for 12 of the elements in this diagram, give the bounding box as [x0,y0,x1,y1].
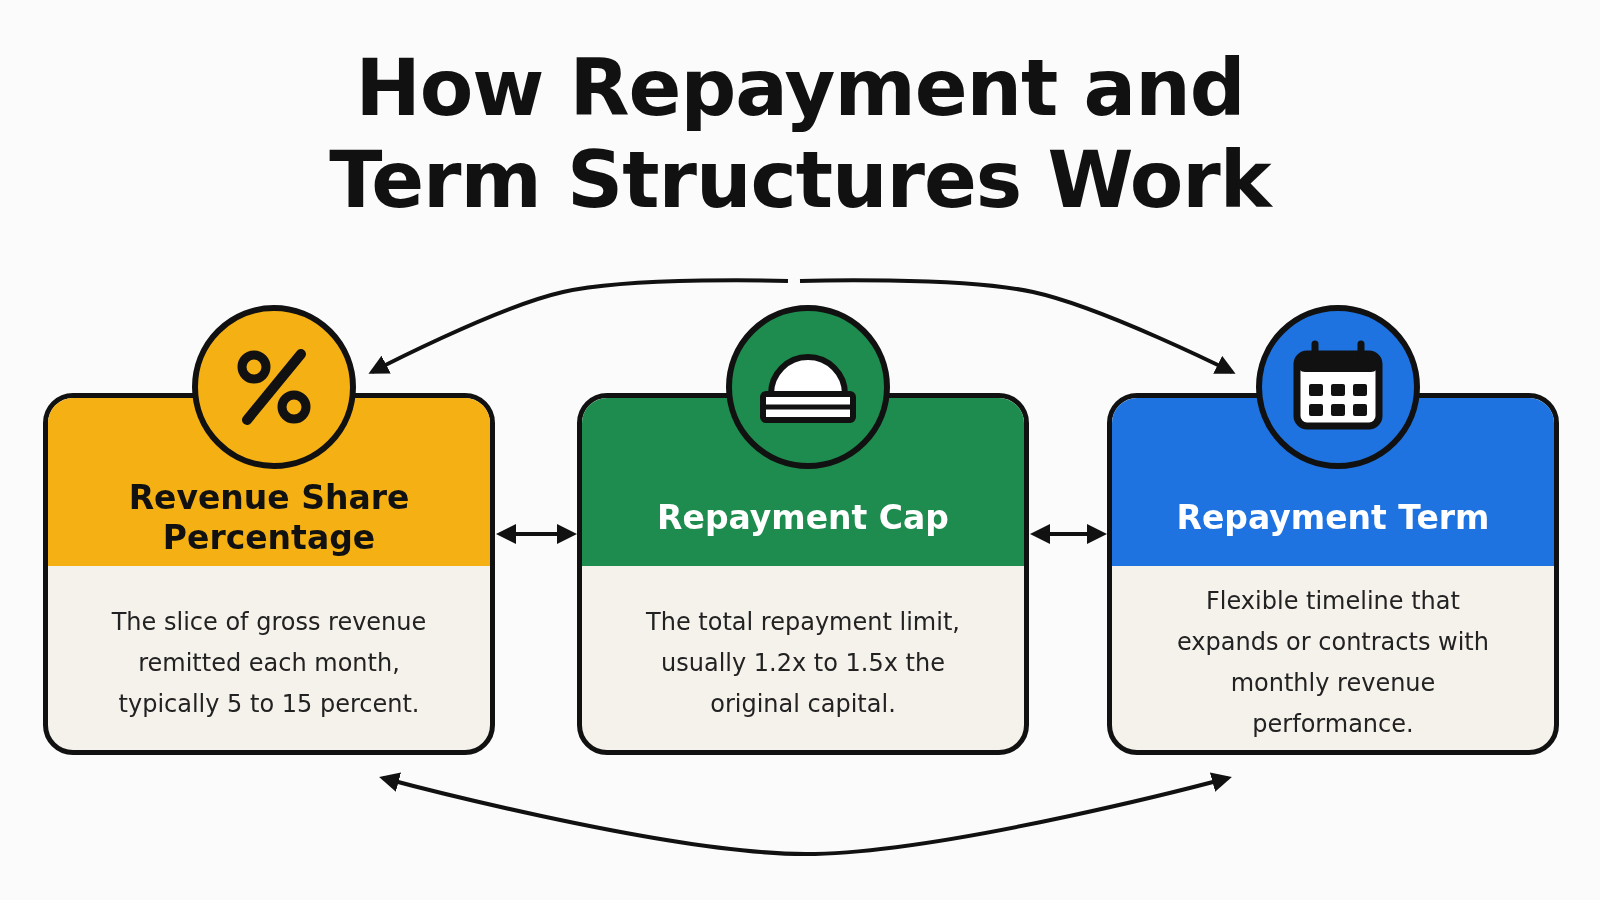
card-description: Flexible timeline that expands or contracts with monthly revenue performance. [1176,586,1490,740]
card-heading: Revenue Share Percentage [127,477,411,559]
arrow [799,278,1236,374]
arrow [1030,524,1107,544]
arrow [368,278,789,374]
arrow [496,524,577,544]
card-heading: Repayment Cap [656,497,950,539]
card-description: The slice of gross revenue remitted each month, typically 5 to 15 percent. [110,606,428,720]
card-description: The total repayment limit, usually 1.2x to 1.5x the original capital. [645,606,961,720]
title: How Repayment and Term Structures Work [328,42,1274,226]
card-heading: Repayment Term [1175,497,1491,539]
arrow [379,772,1232,856]
